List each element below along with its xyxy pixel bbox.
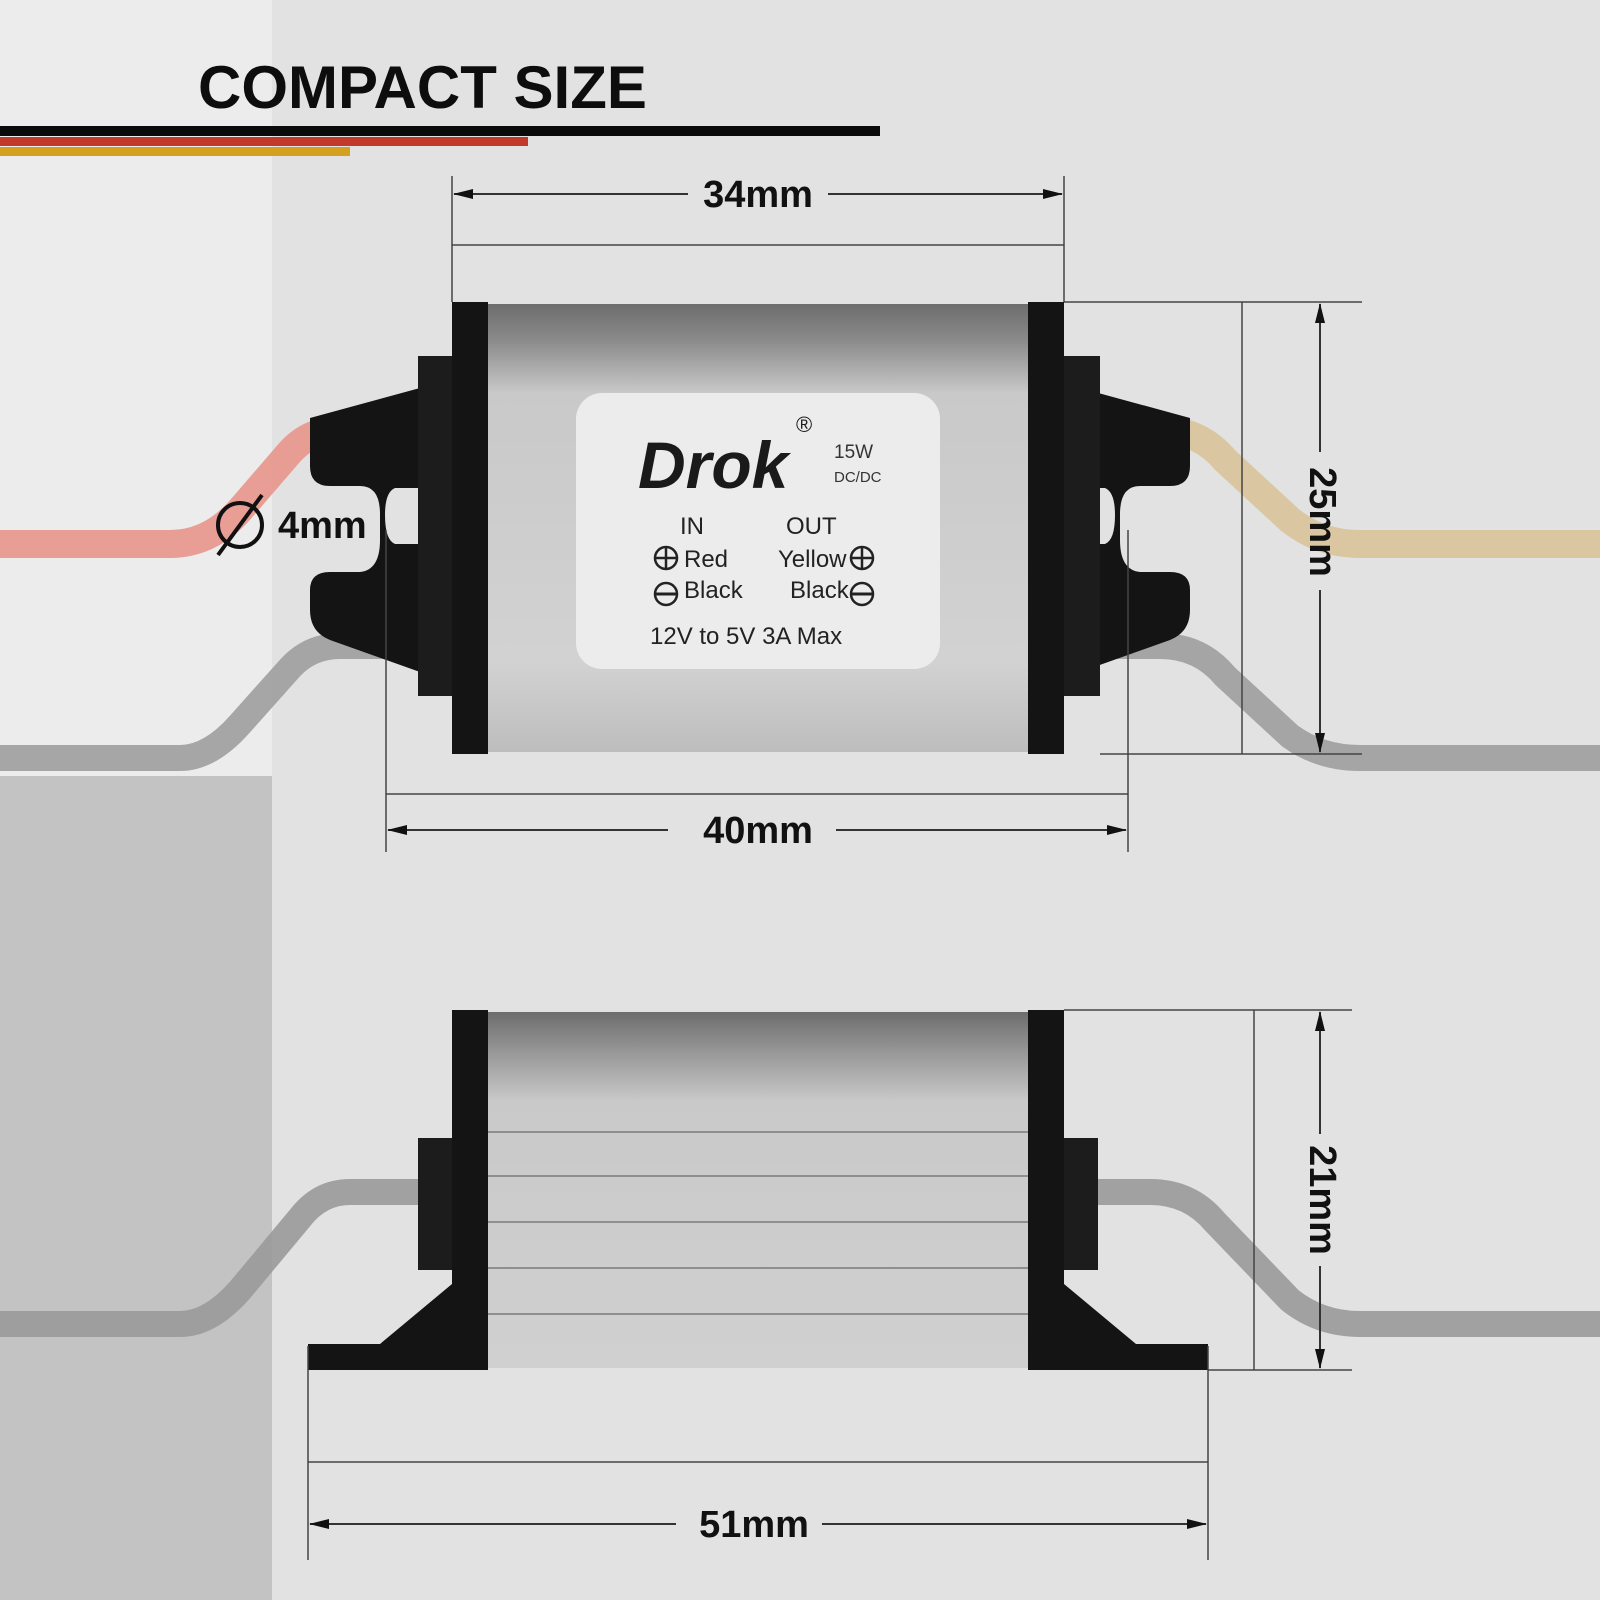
title-bar-gold (0, 147, 350, 156)
registered-mark: ® (796, 412, 812, 437)
diameter-icon (216, 493, 264, 557)
title-bar-red (0, 137, 528, 146)
minus-circle-icon (653, 581, 679, 607)
heatsink-fins (484, 1131, 1030, 1315)
dim-top-width: 34mm (703, 174, 813, 216)
mount-tab-left (310, 388, 420, 672)
side-flange-left (308, 1284, 452, 1370)
end-cap-right-outer (1064, 356, 1100, 696)
out-negative-label: Black (790, 577, 850, 604)
side-plug-right (1062, 1138, 1098, 1270)
in-negative-label: Black (684, 577, 744, 604)
wire-black-in (0, 633, 440, 771)
page-title: COMPACT SIZE (198, 54, 647, 121)
wire-side-right (1040, 1179, 1600, 1337)
label-plate (576, 393, 940, 669)
dim-height-top: 25mm (1301, 467, 1343, 577)
minus-circle-icon (849, 581, 875, 607)
side-end-cap-left (452, 1010, 488, 1370)
dim-mount-width: 40mm (703, 810, 813, 852)
wire-side-left (0, 1179, 440, 1337)
side-end-cap-right (1028, 1010, 1064, 1370)
left-panel-bottom (0, 776, 272, 1600)
converter-type: DC/DC (834, 469, 882, 486)
end-cap-right (1028, 302, 1064, 754)
dim-height-side: 21mm (1301, 1145, 1343, 1255)
mount-tab-right (1080, 388, 1190, 672)
plus-circle-icon (849, 545, 875, 571)
out-positive-label: Yellow (778, 546, 847, 573)
wire-black-out (1040, 633, 1600, 771)
out-header: OUT (786, 513, 837, 540)
in-header: IN (680, 513, 704, 540)
power-rating: 15W (834, 442, 873, 463)
aluminum-body-side (484, 1012, 1030, 1368)
brand-logo: Drok (638, 428, 792, 502)
title-bar-black (0, 126, 880, 136)
side-flange-right (1064, 1284, 1208, 1370)
in-positive-label: Red (684, 546, 728, 573)
side-plug-left (418, 1138, 454, 1270)
dim-overall-length: 51mm (699, 1504, 809, 1546)
end-cap-left (452, 302, 488, 754)
voltage-rating: 12V to 5V 3A Max (650, 623, 842, 650)
end-cap-left-outer (418, 356, 454, 696)
plus-circle-icon (653, 545, 679, 571)
dim-wire-diameter: 4mm (278, 505, 367, 547)
